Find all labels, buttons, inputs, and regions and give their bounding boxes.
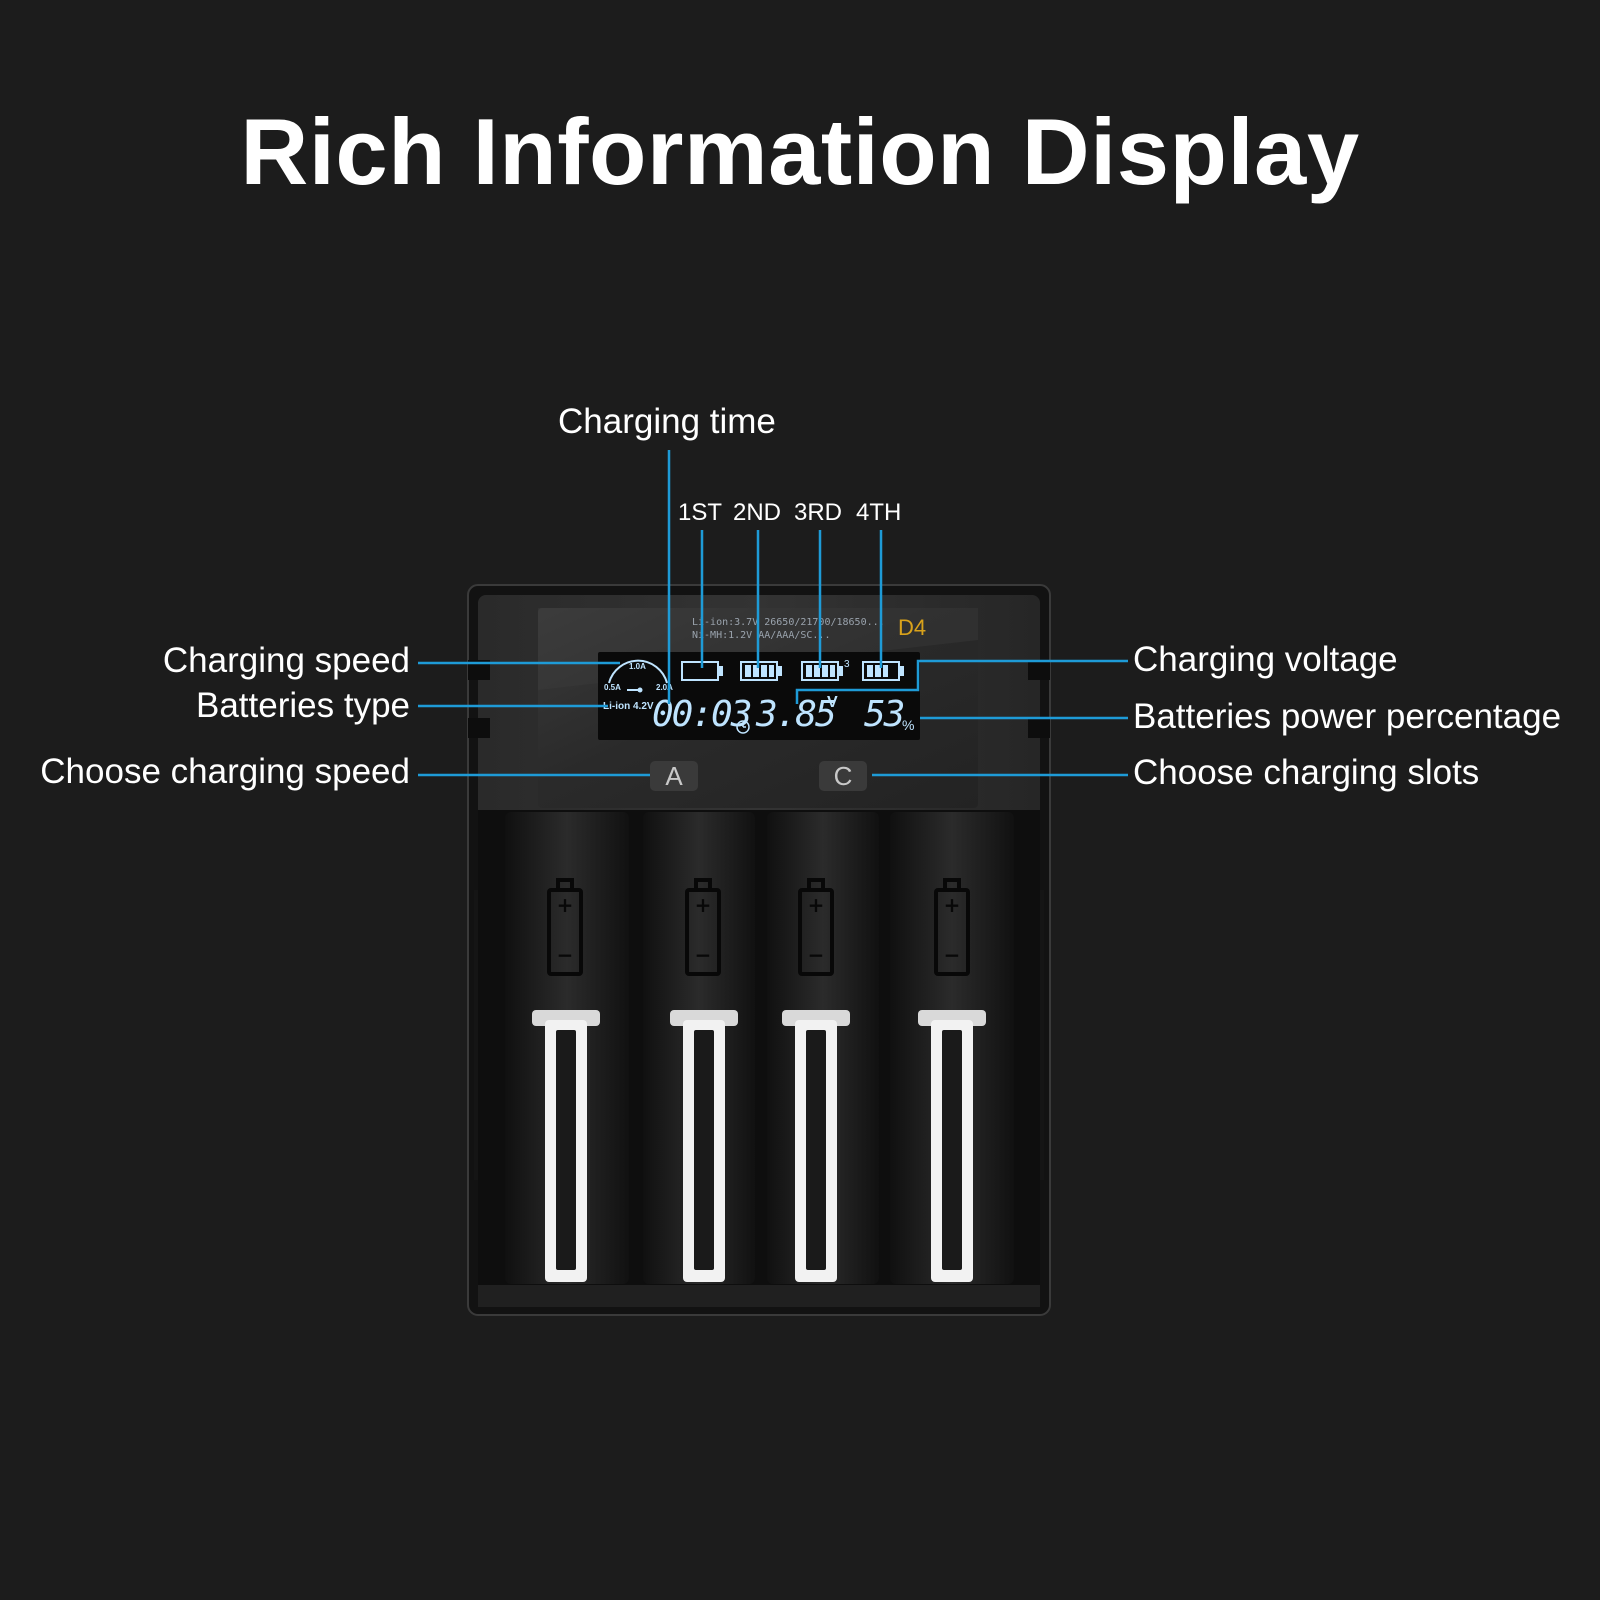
battery-type-label: Li-ion 4.2V (603, 701, 654, 712)
speed-left-label: 0.5A (604, 683, 621, 692)
slot-label-1st: 1ST (678, 499, 723, 526)
speed-top-label: 1.0A (629, 662, 646, 671)
svg-text:+: + (944, 893, 961, 917)
slot-label-4th: 4TH (856, 499, 902, 526)
slot-indicator: 3 (844, 659, 850, 670)
button-a-charging-speed[interactable]: A (650, 761, 698, 791)
voltage-unit: V (827, 694, 838, 711)
slot-label-3rd: 3RD (794, 499, 843, 526)
speed-right-label: 2.0A (656, 683, 673, 692)
model-label: D4 (898, 615, 927, 640)
button-c-charging-slots[interactable]: C (819, 761, 867, 791)
svg-text:−: − (557, 943, 574, 967)
svg-text:−: − (944, 943, 961, 967)
percent-display: 53 (864, 694, 905, 735)
callout-batteries-power-percentage: Batteries power percentage (1133, 697, 1562, 736)
svg-text:−: − (695, 943, 712, 967)
svg-text:+: + (808, 893, 825, 917)
svg-text:+: + (557, 893, 574, 917)
slot-label-2nd: 2ND (733, 499, 782, 526)
callout-choose-charging-slots: Choose charging slots (1133, 753, 1480, 792)
callout-charging-time: Charging time (558, 402, 776, 441)
lcd-spec-line-1: Li-ion:3.7V 26650/21700/18650... (692, 617, 885, 628)
svg-text:+: + (695, 893, 712, 917)
page-title: Rich Information Display (240, 99, 1360, 204)
lcd-spec-line-2: Ni-MH:1.2V AA/AAA/SC... (692, 630, 831, 641)
percent-unit: % (902, 717, 915, 733)
callout-charging-voltage: Charging voltage (1133, 640, 1398, 679)
callout-charging-speed: Charging speed (162, 641, 410, 680)
callout-batteries-type: Batteries type (196, 686, 410, 725)
svg-text:−: − (808, 943, 825, 967)
callout-choose-charging-speed: Choose charging speed (40, 752, 410, 791)
